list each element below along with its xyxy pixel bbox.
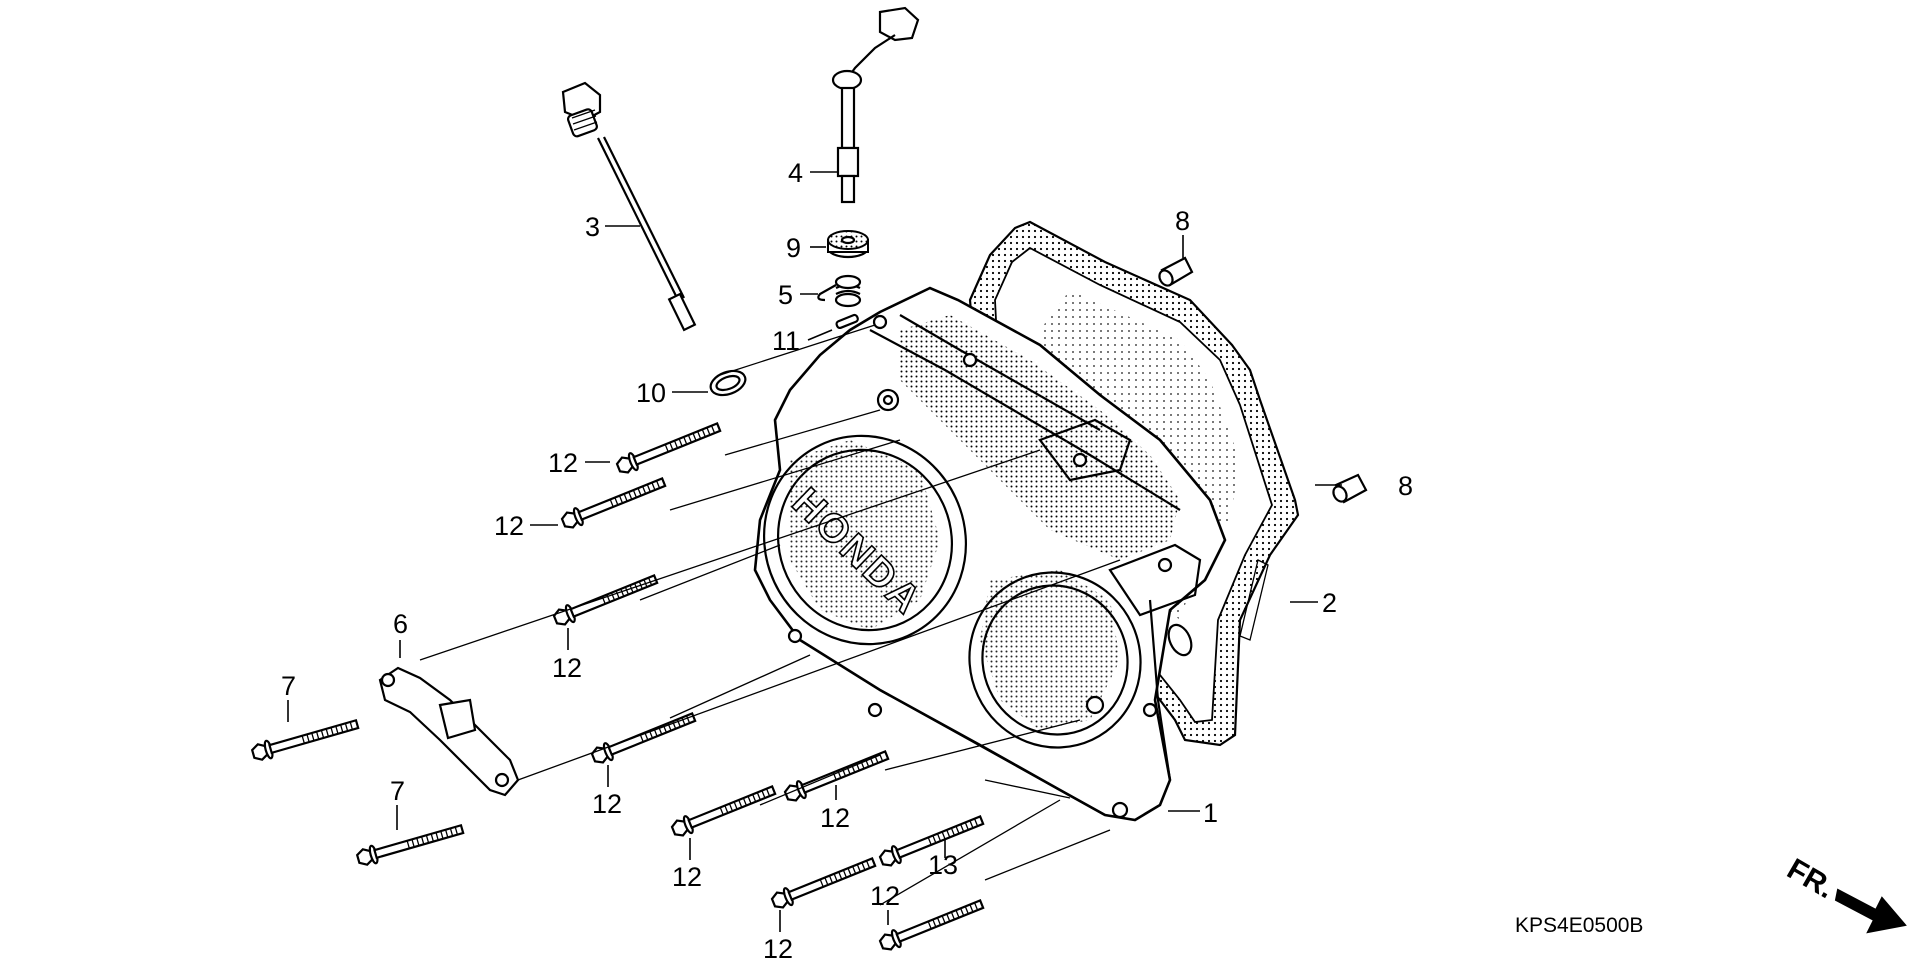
oil-seal bbox=[826, 230, 870, 259]
dowel-pin-right bbox=[1332, 473, 1368, 504]
dowel-pin-upper bbox=[1158, 256, 1194, 287]
callout-10: 10 bbox=[636, 378, 666, 408]
oil-dipstick bbox=[561, 81, 697, 332]
callout-12f: 12 bbox=[820, 803, 850, 833]
callout-12e: 12 bbox=[672, 862, 702, 892]
callout-12d: 12 bbox=[592, 789, 622, 819]
bolt-7a bbox=[249, 714, 361, 764]
diagram-part-code: KPS4E0500B bbox=[1515, 914, 1643, 937]
callout-8a: 8 bbox=[1175, 206, 1190, 236]
front-direction-indicator: FR. bbox=[1782, 852, 1907, 934]
callout-12b: 12 bbox=[494, 511, 524, 541]
right-crankcase-cover: HONDA bbox=[753, 286, 1227, 822]
assembly-guide-lines bbox=[419, 324, 1121, 906]
callout-12c: 12 bbox=[552, 653, 582, 683]
callout-12a: 12 bbox=[548, 448, 578, 478]
callout-7a: 7 bbox=[281, 671, 296, 701]
callout-4: 4 bbox=[788, 158, 803, 188]
spring bbox=[817, 274, 862, 308]
leader-lines bbox=[287, 171, 1342, 932]
callout-2: 2 bbox=[1322, 588, 1337, 618]
bolt-12a bbox=[614, 417, 724, 478]
dowel-pin bbox=[835, 313, 859, 330]
callout-7b: 7 bbox=[390, 776, 405, 806]
clutch-lifter-plate bbox=[378, 666, 520, 797]
bolt-7b bbox=[354, 819, 466, 869]
callout-12h: 12 bbox=[870, 881, 900, 911]
shift-spindle-rod bbox=[831, 6, 920, 204]
callout-1: 1 bbox=[1203, 798, 1218, 828]
direction-label: FR. bbox=[1782, 852, 1840, 905]
o-ring bbox=[709, 369, 747, 397]
bolt-12e bbox=[669, 780, 779, 841]
callout-3: 3 bbox=[585, 212, 600, 242]
callouts: 1 2 3 4 5 6 7 7 8 8 9 10 11 12 12 12 12 … bbox=[281, 158, 1413, 959]
callout-13: 13 bbox=[928, 850, 958, 880]
callout-5: 5 bbox=[778, 280, 793, 310]
callout-6: 6 bbox=[393, 609, 408, 639]
callout-12g: 12 bbox=[763, 934, 793, 959]
bolt-12d bbox=[589, 707, 699, 768]
front-arrow-icon bbox=[1834, 888, 1907, 934]
callout-9: 9 bbox=[786, 233, 801, 263]
bolt-12g bbox=[769, 852, 879, 913]
callout-8b: 8 bbox=[1398, 471, 1413, 501]
bolt-12b bbox=[559, 472, 669, 533]
callout-11: 11 bbox=[772, 326, 800, 356]
